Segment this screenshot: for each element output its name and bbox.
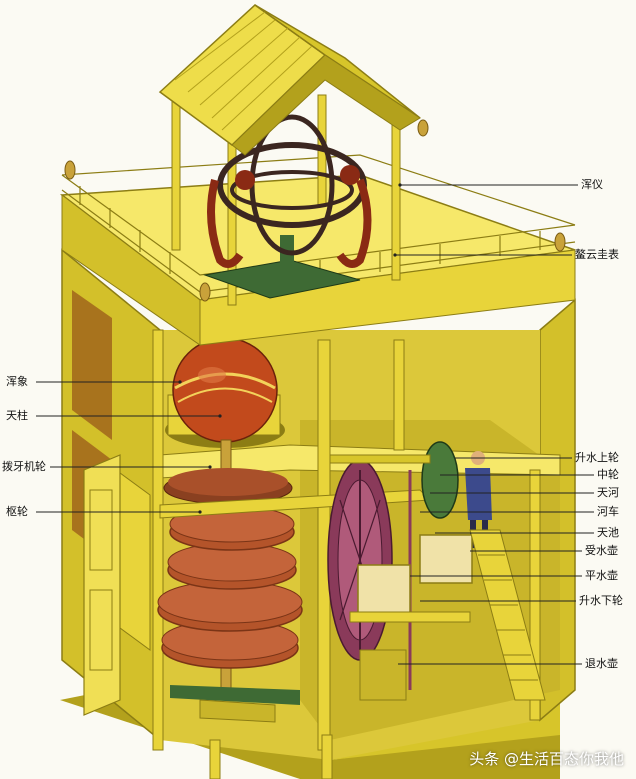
label-aoyunguibiao: 鳌云圭表 (575, 248, 619, 261)
label-zhonglun: 中轮 (597, 468, 619, 481)
label-shengshuixialun: 升水下轮 (579, 594, 623, 607)
staircase (469, 529, 546, 701)
label-tuishuihu: 退水壶 (585, 657, 618, 670)
label-tianhe: 天河 (597, 486, 619, 499)
label-heche: 河车 (597, 505, 619, 518)
label-pingshuihu: 平水壶 (585, 569, 618, 582)
leader-endpoints (178, 183, 402, 514)
tower-posts (152, 329, 541, 779)
base-beam (170, 685, 300, 723)
label-tianzhu: 天柱 (6, 409, 28, 422)
water-vessels (349, 534, 473, 701)
tower-door (83, 454, 121, 716)
gear-wheels (157, 468, 303, 669)
railing-finials (64, 119, 566, 302)
leader-lines (36, 184, 594, 665)
watermark: 头条 @生活百态你我他 (469, 750, 624, 768)
label-hunyi: 浑仪 (581, 178, 603, 191)
label-hunxiang: 浑象 (6, 375, 28, 388)
label-boyajilun: 拨牙机轮 (2, 460, 46, 473)
label-shoushuihu: 受水壶 (585, 544, 618, 557)
pavilion-roof (158, 4, 421, 156)
label-shengshuishanglun: 升水上轮 (575, 451, 619, 464)
water-wheel (327, 459, 393, 661)
label-shulun: 枢轮 (6, 505, 28, 518)
label-tianchi: 天池 (597, 526, 619, 539)
armillary-sphere (203, 114, 372, 299)
